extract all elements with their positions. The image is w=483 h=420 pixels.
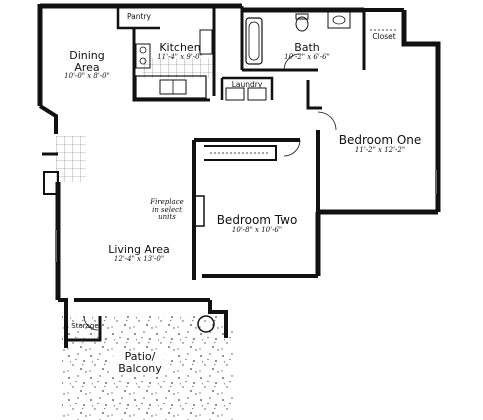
toilet (295, 16, 309, 32)
door-swing-storage (83, 315, 99, 331)
kitchen-counter (135, 75, 207, 99)
wall-left-lower (58, 298, 68, 348)
kitchen-dims: 11'-4" x 9'-0" (157, 52, 203, 61)
closet-rod (210, 29, 398, 154)
bedroom-one-label: Bedroom One 11'-2" x 12'-2" (330, 134, 430, 154)
dryer (247, 87, 267, 101)
washer (225, 87, 245, 101)
bath-name: Bath (294, 41, 320, 54)
patio-label: Patio/ Balcony (110, 350, 170, 375)
living-name: Living Area (108, 243, 170, 256)
bedroom-two-dims: 10'-8" x 10'-6" (231, 225, 283, 234)
wall-pantry (116, 6, 160, 30)
wall-closet-b2 (204, 145, 277, 161)
kitchen-label: Kitchen 11'-4" x 9'-0" (150, 42, 210, 61)
dining-dims: 10'-0" x 8'-0" (64, 72, 110, 81)
entry-floor (56, 136, 86, 182)
dining-name-line2: Area (74, 60, 100, 74)
wall-hall-right (306, 80, 322, 110)
door-swing-bedroom1 (317, 111, 337, 131)
bath-vanity (327, 11, 351, 29)
wall-right-step (208, 300, 228, 338)
bath-label: Bath 10'-2" x 6'-6" (282, 42, 332, 61)
dining-name-line1: Dining (69, 49, 105, 62)
fridge (199, 29, 213, 55)
patio-name-line2: Balcony (118, 361, 162, 375)
bedroom-two-label: Bedroom Two 10'-8" x 10'-6" (212, 214, 302, 234)
wall-kitchen-left (132, 28, 210, 102)
laundry-label: Laundry (231, 80, 263, 89)
pantry-label: Pantry (127, 12, 151, 21)
fireplace (196, 195, 205, 227)
bath-dims: 10'-2" x 6'-6" (284, 52, 330, 61)
fireplace-note: Fireplace in select units (144, 198, 190, 222)
closet-label: Closet (372, 32, 396, 41)
door-swing-bedroom2 (283, 139, 301, 157)
patio-post (197, 315, 215, 333)
wall-dining-bay (38, 104, 58, 134)
fireplace-note-line2: in select (152, 205, 182, 214)
wall-laundry (220, 76, 274, 100)
wall-storage (66, 316, 102, 342)
kitchen-floor (142, 58, 214, 78)
bedroom-two-name: Bedroom Two (216, 213, 298, 227)
bedroom-one-name: Bedroom One (338, 133, 422, 147)
patio-name-line1: Patio/ (124, 350, 156, 363)
bedroom-one-dims: 11'-2" x 12'-2" (354, 145, 406, 154)
wall-right-bedroom (401, 10, 441, 212)
dining-label: Dining Area 10'-0" x 8'-0" (60, 50, 114, 80)
living-label: Living Area 12'-4" x 13'-0" (104, 244, 174, 263)
kitchen-name: Kitchen (159, 41, 201, 54)
stove (135, 43, 151, 69)
storage-label: Storage (71, 322, 99, 330)
entry-closet (43, 171, 59, 195)
living-dims: 12'-4" x 13'-0" (113, 254, 165, 263)
fireplace-note-line1: Fireplace (150, 198, 184, 206)
fireplace-note-line3: units (158, 213, 176, 222)
bathtub (245, 17, 263, 65)
door-swing-bath (283, 53, 301, 71)
